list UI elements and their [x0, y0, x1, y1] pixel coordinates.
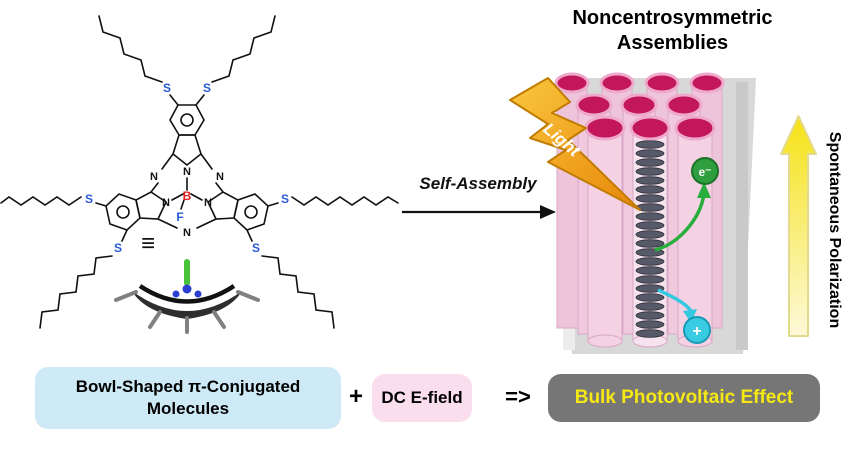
nitrogen-label: N [150, 171, 158, 183]
column-bundle [554, 72, 756, 354]
hole-badge: + [657, 288, 711, 344]
fluorine-label: F [176, 210, 183, 224]
dc-efield-label: DC E-field [381, 388, 463, 407]
sulfur-label: S [252, 241, 260, 255]
molecular-structure: B F N N N N N N S S S S S S ≡ [0, 15, 399, 334]
sulfur-label: S [203, 81, 211, 95]
bond-skeleton [0, 15, 399, 329]
result-box: Bulk Photovoltaic Effect [548, 374, 820, 422]
self-assembly-arrow [402, 205, 556, 219]
polarization-label: Spontaneous Polarization [826, 131, 843, 329]
sulfur-label: S [281, 192, 289, 206]
self-assembly-label: Self-Assembly [419, 174, 537, 193]
hole-label: + [692, 323, 701, 340]
implies-symbol: => [505, 384, 531, 409]
result-box-label: Bulk Photovoltaic Effect [574, 387, 794, 408]
equivalence-symbol: ≡ [141, 230, 155, 257]
sulfur-label: S [114, 241, 122, 255]
sulfur-label: S [85, 192, 93, 206]
molecular-stack [635, 140, 665, 338]
molecules-box-label: Bowl-Shaped π-Conjugated Molecules [75, 376, 301, 418]
molecules-box: Bowl-Shaped π-Conjugated Molecules [35, 367, 341, 429]
nitrogen-label: N [162, 197, 170, 209]
dc-efield-box: DC E-field [372, 374, 472, 422]
nitrogen-label: N [216, 171, 224, 183]
plus-symbol: + [348, 383, 363, 410]
assembly-title: Noncentrosymmetric Assemblies [572, 7, 773, 54]
electron-label: e⁻ [698, 165, 711, 179]
nitrogen-label: N [183, 227, 191, 239]
boron-label: B [183, 189, 192, 203]
assembly-illustration: Light e⁻ + [509, 72, 817, 354]
nitrogen-label: N [204, 197, 212, 209]
nitrogen-label: N [183, 166, 191, 178]
atom-labels: B F N N N N N N S S S S S S [85, 81, 289, 255]
electron-badge: e⁻ [654, 157, 719, 252]
bowl-model [114, 259, 260, 334]
sulfur-label: S [163, 81, 171, 95]
polarization-arrow-icon [780, 115, 817, 337]
